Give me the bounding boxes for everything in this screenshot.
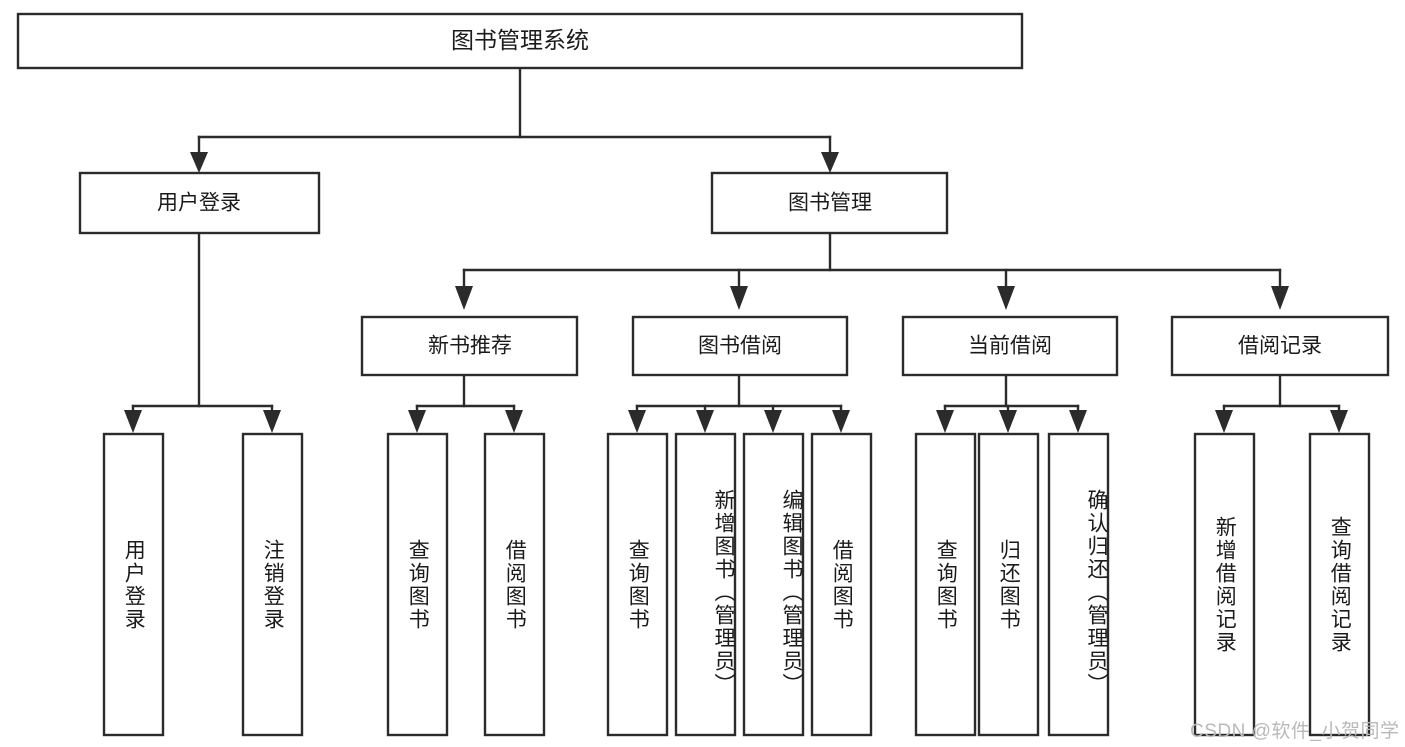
node-current-borrow[interactable]: 当前借阅 bbox=[901, 315, 1119, 377]
node-root[interactable]: 图书管理系统 bbox=[16, 12, 1024, 70]
arrow-leaf-query-book-1 bbox=[408, 410, 426, 433]
arrow-new-book-rec bbox=[455, 286, 473, 310]
node-root-box[interactable] bbox=[16, 12, 1024, 70]
arrow-leaf-borrow-book-2 bbox=[832, 410, 850, 433]
arrow-leaf-query-book-2 bbox=[628, 410, 646, 433]
arrow-leaf-query-record bbox=[1330, 410, 1348, 433]
arrow-user-login bbox=[190, 152, 208, 173]
node-book-borrow-label: 图书借阅 bbox=[698, 335, 782, 358]
csdn-watermark: CSDN @软件_小贺同学 bbox=[1190, 721, 1400, 742]
leaf-box-query-book-1[interactable] bbox=[386, 432, 449, 737]
arrow-leaf-user-login bbox=[124, 410, 142, 433]
arrow-leaf-query-book-3 bbox=[936, 410, 954, 433]
node-book-borrow[interactable]: 图书借阅 bbox=[631, 315, 849, 377]
node-current-borrow-label: 当前借阅 bbox=[968, 335, 1052, 358]
leaf-box-query-book-3[interactable] bbox=[914, 432, 977, 737]
node-current-borrow-box[interactable] bbox=[901, 315, 1119, 377]
node-new-book-rec-label: 新书推荐 bbox=[428, 335, 512, 358]
arrow-current-borrow bbox=[997, 286, 1015, 310]
node-book-borrow-box[interactable] bbox=[631, 315, 849, 377]
connector-group-book-manage bbox=[455, 231, 1289, 310]
arrow-leaf-add-book bbox=[696, 410, 714, 433]
node-borrow-record[interactable]: 借阅记录 bbox=[1170, 315, 1390, 377]
node-book-manage[interactable]: 图书管理 bbox=[710, 171, 949, 235]
arrow-leaf-add-record bbox=[1215, 410, 1233, 433]
leaf-box-query-record[interactable] bbox=[1308, 432, 1371, 737]
leaf-box-borrow-book-1[interactable] bbox=[483, 432, 546, 737]
leaf-box-user-login[interactable] bbox=[102, 432, 165, 737]
connector-group-current-borrow bbox=[936, 373, 1087, 433]
connector-group-new-book-rec bbox=[408, 373, 523, 433]
node-new-book-rec-box[interactable] bbox=[360, 315, 579, 377]
leaf-box-edit-book[interactable] bbox=[742, 432, 805, 737]
connector-group-user-login bbox=[124, 232, 281, 433]
node-user-login-label: 用户登录 bbox=[157, 192, 241, 215]
node-user-login-box[interactable] bbox=[78, 171, 321, 235]
leaf-box-add-book[interactable] bbox=[674, 432, 737, 737]
arrow-book-manage bbox=[821, 152, 839, 173]
arrow-book-borrow bbox=[730, 286, 748, 310]
connector-group-book-borrow bbox=[628, 373, 850, 433]
arrow-leaf-user-logout bbox=[263, 410, 281, 433]
node-borrow-record-box[interactable] bbox=[1170, 315, 1390, 377]
leaf-boxes bbox=[102, 432, 1371, 737]
arrow-leaf-confirm-return bbox=[1069, 410, 1087, 433]
node-user-login[interactable]: 用户登录 bbox=[78, 171, 321, 235]
arrow-leaf-return-book bbox=[999, 410, 1017, 433]
node-book-manage-box[interactable] bbox=[710, 171, 949, 235]
node-root-label: 图书管理系统 bbox=[451, 27, 589, 53]
leaf-box-borrow-book-2[interactable] bbox=[810, 432, 873, 737]
leaf-box-confirm-return[interactable] bbox=[1047, 432, 1110, 737]
arrow-leaf-borrow-book-1 bbox=[505, 410, 523, 433]
arrow-leaf-edit-book bbox=[764, 410, 782, 433]
node-book-manage-label: 图书管理 bbox=[788, 192, 872, 215]
leaf-box-user-logout[interactable] bbox=[241, 432, 304, 737]
leaf-box-query-book-2[interactable] bbox=[606, 432, 669, 737]
node-borrow-record-label: 借阅记录 bbox=[1238, 335, 1322, 358]
leaf-box-add-record[interactable] bbox=[1193, 432, 1256, 737]
arrow-borrow-record bbox=[1271, 286, 1289, 310]
node-new-book-rec[interactable]: 新书推荐 bbox=[360, 315, 579, 377]
connector-group-borrow-record bbox=[1215, 373, 1348, 433]
leaf-box-return-book[interactable] bbox=[977, 432, 1040, 737]
connector-group-root bbox=[190, 66, 839, 173]
